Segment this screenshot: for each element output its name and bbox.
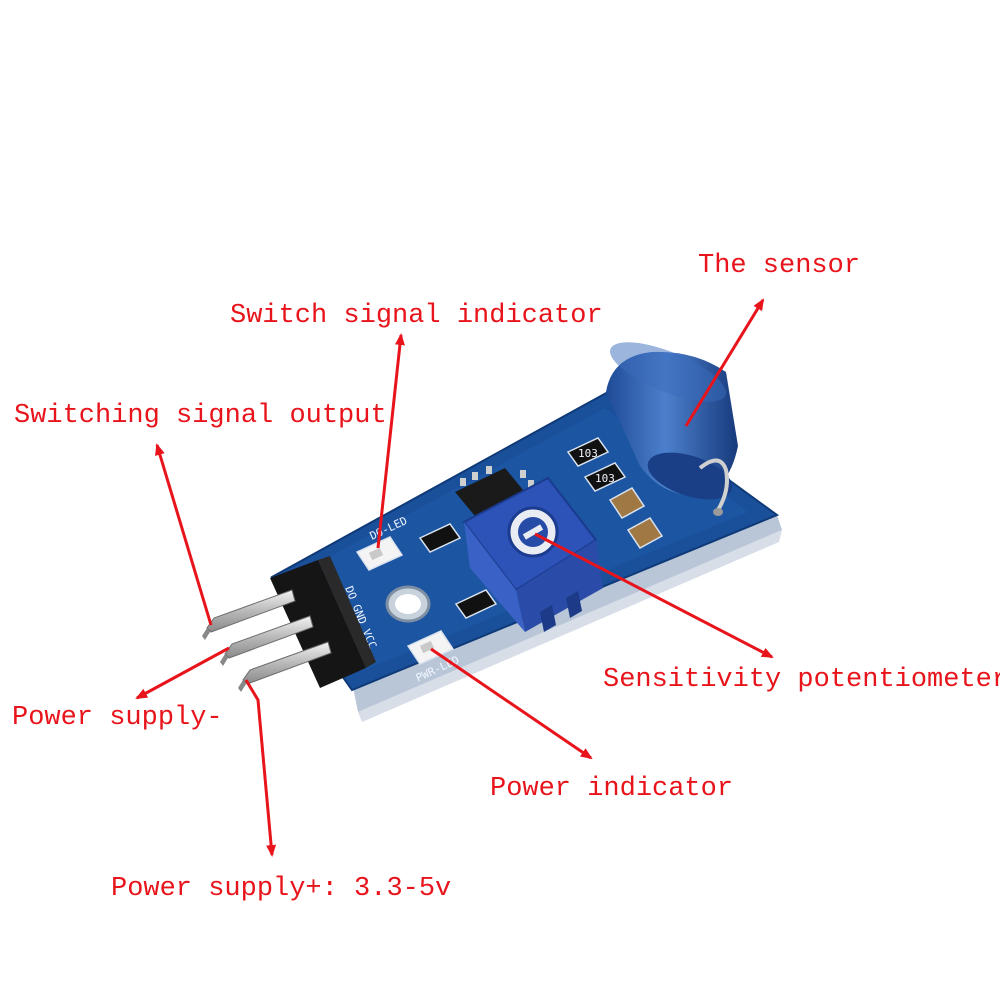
resistor-code: 103	[595, 472, 615, 485]
pin-gnd	[220, 615, 314, 666]
arrow-power-supply-plus	[244, 679, 277, 857]
annotation-arrows	[135, 298, 774, 857]
arrow-switch-signal-indicator	[376, 333, 405, 549]
header-pins	[202, 556, 376, 692]
resistor-code: 103	[578, 447, 598, 460]
label-sensitivity-potentiometer: Sensitivity potentiometer	[603, 665, 1000, 695]
arrow-sensitivity-potentiometer	[534, 532, 774, 659]
label-power-indicator: Power indicator	[490, 774, 733, 804]
pcb-edge	[352, 515, 782, 712]
pin-vcc	[238, 641, 332, 692]
label-switch-signal-indicator: Switch signal indicator	[230, 301, 603, 331]
pcb-edge-bottom	[358, 530, 782, 722]
arrow-switching-signal-output	[155, 443, 213, 626]
label-power-supply-plus: Power supply+: 3.3-5v	[111, 874, 451, 904]
label-the-sensor: The sensor	[698, 251, 860, 281]
tilt-sensor	[606, 342, 738, 516]
pin-header-base	[270, 560, 366, 688]
label-power-supply-minus: Power supply-	[12, 703, 223, 733]
smd-resistor: 103 103	[418, 437, 627, 619]
sensor-lead	[698, 458, 729, 512]
arrow-power-indicator	[430, 647, 593, 760]
arrow-power-supply-minus	[135, 646, 230, 700]
potentiometer	[462, 476, 603, 632]
arrow-the-sensor	[684, 298, 765, 427]
pin-do	[202, 589, 296, 640]
power-led	[406, 630, 455, 665]
smd-capacitor	[608, 487, 664, 549]
label-switching-signal-output: Switching signal output	[14, 401, 387, 431]
